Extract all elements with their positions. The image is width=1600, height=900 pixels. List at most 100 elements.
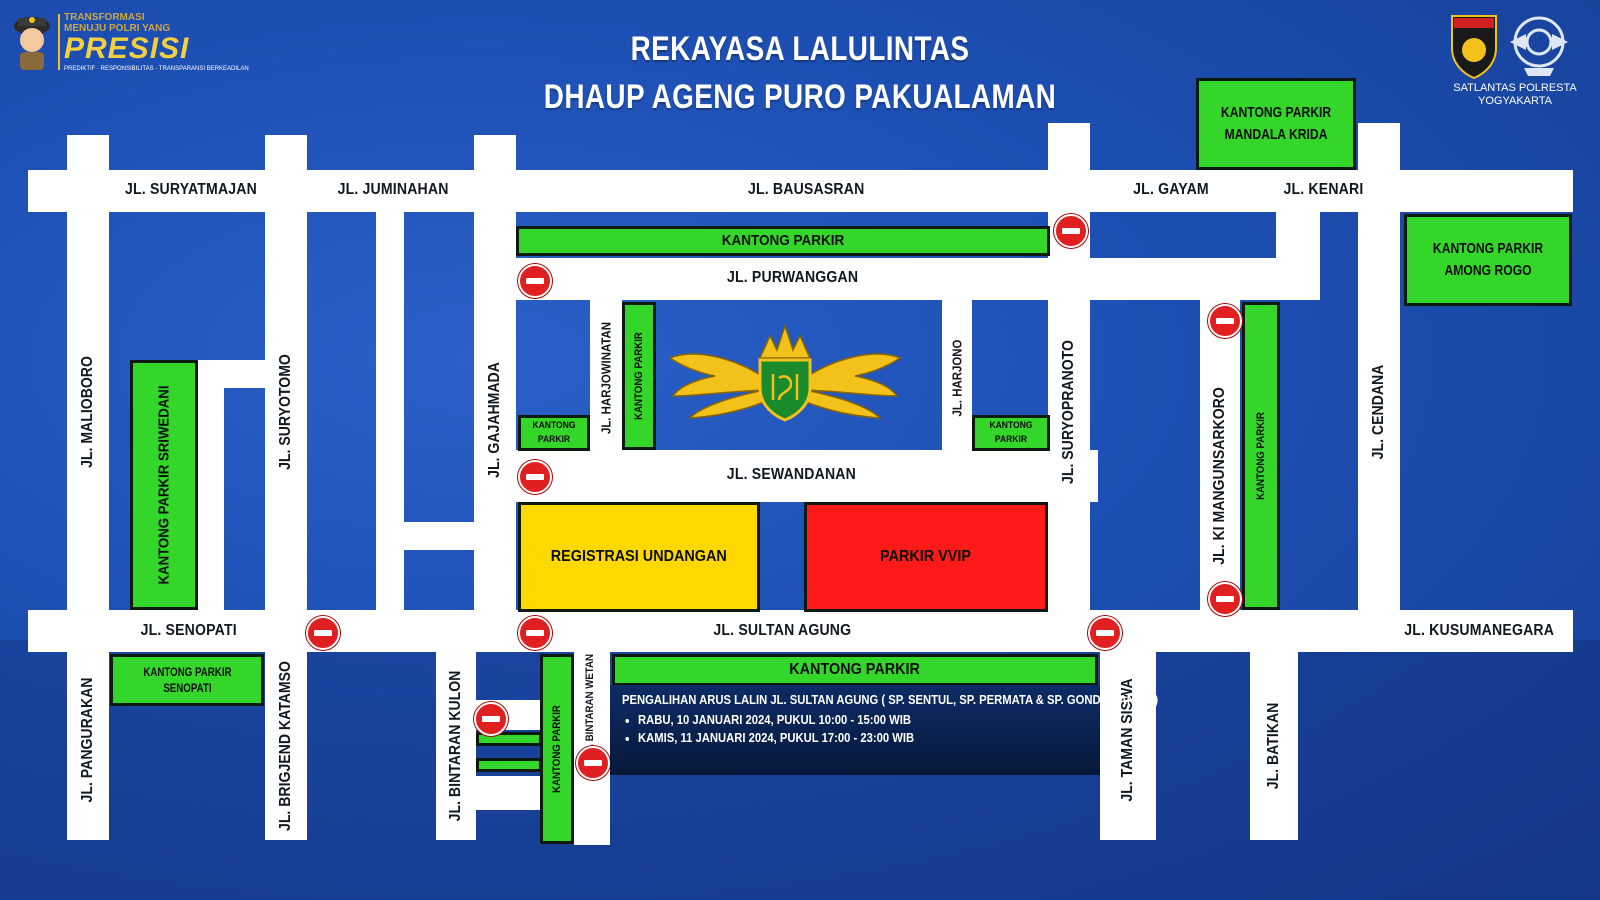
road-stub-malioboro-top	[67, 135, 109, 175]
senopati-parking-label-1: KANTONG PARKIR	[142, 664, 232, 679]
pakualaman-emblem	[668, 323, 902, 422]
senopati-parking-label-2: SENOPATI	[162, 681, 212, 695]
label-bausasran: JL. BAUSASRAN	[747, 181, 865, 198]
parking-zone-label: KANTONG PARKIR	[551, 705, 563, 793]
road-suryopranoto	[1048, 170, 1090, 652]
label-cendana: JL. CENDANA	[1370, 364, 1387, 460]
label-kenari: JL. KENARI	[1283, 181, 1364, 198]
label-kusumanegara: JL. KUSUMANEGARA	[1404, 622, 1555, 639]
road-harjowinatan	[590, 300, 622, 460]
road-harjono	[942, 300, 972, 460]
parking-zone-among-rogo: KANTONG PARKIR AMONG ROGO	[1404, 214, 1572, 306]
parking-zone-bintaran: KANTONG PARKIR	[540, 654, 574, 844]
mandala-krida-label-1: KANTONG PARKIR	[1220, 104, 1332, 122]
no-entry-icon	[576, 746, 610, 780]
no-entry-icon	[306, 616, 340, 650]
traffic-diversion-info: PENGALIHAN ARUS LALIN JL. SULTAN AGUNG (…	[610, 685, 1159, 775]
label-bintaran-wetan: JL. BINTARAN WETAN	[584, 654, 596, 758]
mandala-krida-label-2: MANDALA KRIDA	[1224, 126, 1328, 143]
parking-zone-label: KANTONG PARKIR	[721, 232, 845, 250]
logo-divider	[58, 14, 60, 70]
parking-zone-sriwedani: KANTONG PARKIR SRIWEDANI	[130, 360, 198, 610]
road-kenari-lane	[1276, 170, 1320, 300]
road-suryotomo	[265, 170, 307, 622]
presisi-logo: TRANSFORMASI MENUJU POLRI YANG PRESISI P…	[10, 10, 250, 74]
road-taman-siswa	[1100, 640, 1156, 840]
label-gayam: JL. GAYAM	[1133, 181, 1209, 198]
no-entry-icon	[518, 616, 552, 650]
label-suryotomo: JL. SURYOTOMO	[277, 354, 294, 470]
parking-zone-label: KANTONG PARKIR	[789, 661, 921, 679]
emblem-shield	[758, 358, 812, 422]
road-bintaran-kulon	[436, 640, 476, 840]
parking-zone-label: KANTONG PARKIR	[532, 420, 576, 445]
road-bintaran-wetan	[574, 640, 610, 845]
no-entry-icon	[1208, 304, 1242, 338]
info-item-1: RABU, 10 JANUARI 2024, PUKUL 10:00 - 15:…	[638, 713, 1043, 727]
label-malioboro: JL. MALIOBORO	[79, 356, 96, 468]
registration-label: REGISTRASI UNDANGAN	[550, 548, 728, 566]
road-malioboro	[67, 170, 109, 840]
logo-brand: PRESISI	[64, 32, 190, 65]
no-entry-icon	[1054, 214, 1088, 248]
page-title-line-2: DHAUP AGENG PURO PAKUALAMAN	[543, 78, 1057, 116]
info-item-2: KAMIS, 11 JANUARI 2024, PUKUL 17:00 - 23…	[638, 731, 1043, 745]
label-harjowinatan: JL. HARJOWINATAN	[598, 321, 614, 435]
parking-zone-sultan-agung: KANTONG PARKIR	[612, 654, 1098, 686]
road-gajahmada	[474, 170, 516, 652]
road-bintaran-kulon-connector-2	[476, 776, 542, 810]
road-stub-cendana-top	[1358, 123, 1400, 175]
road-ki-mangunsarkoro	[1200, 300, 1240, 622]
parking-strip-bintaran-2	[476, 758, 542, 772]
no-entry-icon	[518, 460, 552, 494]
no-entry-icon	[518, 264, 552, 298]
road-juminahan-connector	[376, 522, 476, 550]
page-title-line-1: REKAYASA LALULINTAS	[630, 30, 970, 68]
parking-zone-label: KANTONG PARKIR	[989, 420, 1033, 445]
road-stub-gajahmada-top	[474, 135, 516, 175]
road-stub-gayam-top	[1048, 123, 1090, 175]
road-inner-west-connector	[196, 360, 276, 388]
parking-zone-senopati: KANTONG PARKIR SENOPATI	[110, 654, 264, 706]
label-batikan: JL. BATIKAN	[1265, 702, 1282, 790]
no-entry-icon	[1208, 582, 1242, 616]
parking-zone-label: KANTONG PARKIR	[633, 332, 645, 420]
parking-zone-mandala-krida: KANTONG PARKIR MANDALA KRIDA	[1196, 78, 1356, 170]
parking-zone-small-west: KANTONG PARKIR	[518, 415, 590, 451]
satlantas-line-1: SATLANTAS POLRESTA	[1453, 82, 1577, 94]
satlantas-logo: SATLANTAS POLRESTA YOGYAKARTA	[1440, 10, 1590, 110]
parking-zone-ki-mangunsarkoro: KANTONG PARKIR	[1242, 302, 1280, 610]
registration-zone: REGISTRASI UNDANGAN	[518, 502, 760, 612]
road-cendana	[1358, 170, 1400, 622]
label-gajahmada: JL. GAJAHMADA	[486, 362, 503, 478]
label-brigjend-katamso: JL. BRIGJEND KATAMSO	[277, 660, 294, 832]
parking-zone-bausasran: KANTONG PARKIR	[516, 226, 1050, 256]
label-bintaran-kulon: JL. BINTARAN KULON	[447, 670, 464, 822]
among-rogo-label-2: AMONG ROGO	[1444, 262, 1532, 279]
among-rogo-label-1: KANTONG PARKIR	[1432, 240, 1544, 258]
label-senopati: JL. SENOPATI	[140, 622, 237, 639]
road-brigjend-katamso	[265, 640, 307, 840]
label-pangurakan: JL. PANGURAKAN	[79, 677, 96, 803]
vvip-parking-zone: PARKIR VVIP	[804, 502, 1048, 612]
logo-line-1: TRANSFORMASI	[64, 12, 145, 23]
traffic-police-emblem-icon	[1510, 16, 1568, 76]
police-badge-icon	[1451, 15, 1497, 80]
info-heading: PENGALIHAN ARUS LALIN JL. SULTAN AGUNG (…	[622, 693, 1159, 707]
sriwedani-label: KANTONG PARKIR SRIWEDANI	[155, 385, 173, 585]
parking-zone-harjowinatan: KANTONG PARKIR	[622, 302, 656, 450]
police-mascot-icon	[14, 17, 50, 70]
road-juminahan-lane	[376, 170, 404, 622]
road-batikan	[1250, 640, 1298, 840]
road-purwanggan	[516, 258, 1320, 300]
label-juminahan: JL. JUMINAHAN	[337, 181, 449, 198]
label-ki-mangunsarkoro: JL. KI MANGUNSARKORO	[1211, 387, 1228, 565]
vvip-label: PARKIR VVIP	[880, 548, 972, 566]
parking-zone-label: KANTONG PARKIR	[1255, 412, 1267, 500]
logo-line-2: MENUJU POLRI YANG	[64, 23, 171, 34]
info-list: RABU, 10 JANUARI 2024, PUKUL 10:00 - 15:…	[622, 713, 1088, 745]
label-harjono: JL. HARJONO	[949, 339, 965, 417]
label-purwanggan: JL. PURWANGGAN	[726, 269, 859, 286]
road-inner-west	[196, 360, 224, 622]
